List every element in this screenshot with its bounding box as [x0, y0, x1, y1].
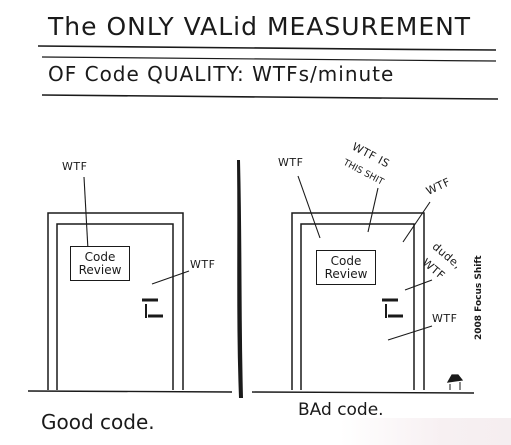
- sign-line-2: Review: [324, 267, 368, 281]
- pointer-line: [367, 187, 379, 233]
- pointer-line: [387, 325, 433, 341]
- title-underline-3: [41, 94, 499, 100]
- pointer-line: [83, 176, 89, 251]
- right-wtf-lower: WTF: [432, 312, 458, 325]
- left-code-review-sign: Code Review: [70, 246, 130, 281]
- title-line-2: OF Code QUALITY: WTFs/minute: [48, 62, 395, 86]
- pointer-line: [297, 175, 321, 239]
- panel-divider: [237, 160, 243, 398]
- left-wtf-top: WTF: [62, 160, 88, 173]
- left-wtf-right: WTF: [190, 258, 216, 271]
- pointer-line: [404, 279, 433, 291]
- right-door: [291, 212, 425, 390]
- right-caption: BAd code.: [298, 400, 384, 420]
- sign-line-2: Review: [78, 263, 122, 277]
- pointer-line: [402, 201, 431, 243]
- right-code-review-sign: Code Review: [316, 250, 376, 285]
- sign-line-1: Code: [84, 250, 116, 264]
- left-caption: Good code.: [41, 410, 155, 434]
- right-wtf-left: WTF: [278, 156, 304, 169]
- title-line-1: The ONLY VALid MEASUREMENT: [48, 12, 472, 41]
- artist-credit: 2008 Focus Shift: [474, 255, 484, 340]
- left-door: [47, 212, 184, 390]
- bottom-right-fade: [340, 418, 511, 445]
- pointer-line: [151, 270, 190, 285]
- small-doodle-icon: [446, 374, 464, 390]
- floor-right: [251, 391, 475, 394]
- title-underline-1: [37, 45, 497, 51]
- floor-left: [27, 390, 233, 393]
- sign-line-1: Code: [330, 254, 362, 268]
- title-underline-2: [41, 56, 497, 62]
